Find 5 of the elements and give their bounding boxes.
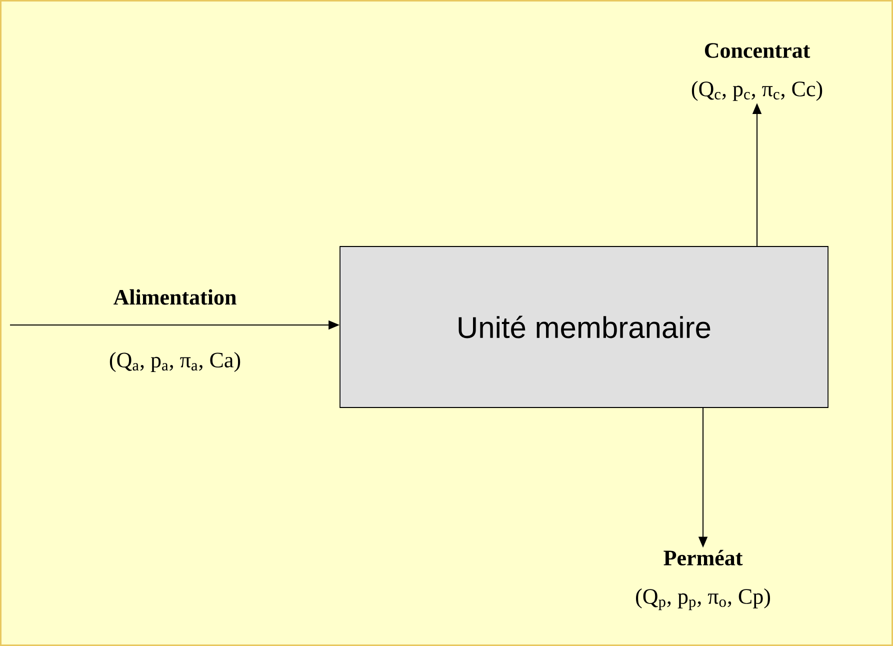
stream-label: (Q$_{a}$, p$_{a}$, π$_{a}$, Ca) [110,352,240,372]
process-box: Unité membranaire [340,246,828,408]
stream-label: Perméat (Q$_{p}$, p$_{p}$, π$_{o}$, Cp) [636,550,770,610]
stream-label: Concentrat (Q$_{c}$, p$_{c}$, π$_{c}$, Cc) [692,43,822,101]
edge-label: Alimentation [112,288,238,306]
